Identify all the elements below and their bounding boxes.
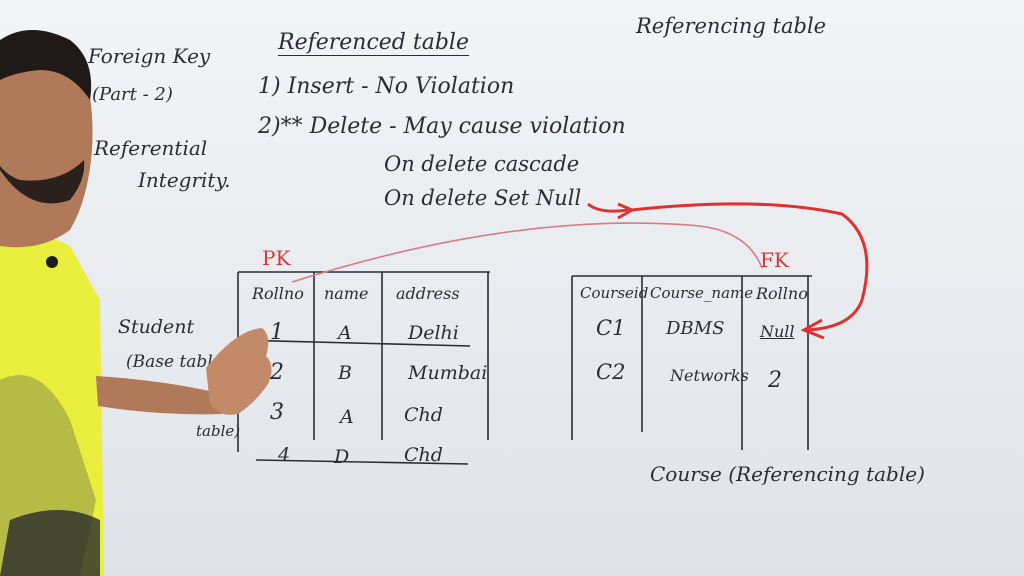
course-r1-coursename: DBMS: [666, 318, 725, 339]
student-header-rollno: Rollno: [252, 284, 304, 303]
student-r1-name: A: [338, 322, 352, 344]
note-foreign-key: Foreign Key: [88, 44, 211, 68]
course-r2-courseid: C2: [596, 360, 626, 384]
referencing-title: Referencing table: [636, 14, 827, 38]
student-r2-rollno: 2: [270, 360, 284, 385]
on-delete-cascade: On delete cascade: [384, 152, 580, 176]
student-label-base: (Base table: [126, 352, 223, 372]
student-header-address: address: [396, 284, 460, 303]
course-r2-coursename: Networks: [670, 366, 749, 385]
note-referential: Referential: [94, 136, 208, 160]
student-r1-address: Delhi: [408, 322, 459, 344]
student-r2-name: B: [338, 362, 352, 384]
course-header-courseid: Courseid: [580, 284, 649, 302]
delete-line: 2)** Delete - May cause violation: [258, 114, 626, 139]
course-caption: Course (Referencing table): [650, 462, 925, 486]
pk-label: PK: [262, 246, 291, 270]
course-r1-courseid: C1: [596, 316, 626, 340]
student-r3-name: A: [340, 406, 354, 428]
course-header-coursename: Course_name: [650, 284, 754, 302]
student-r4-address: Chd: [404, 444, 443, 466]
student-r3-rollno: 3: [270, 400, 284, 425]
student-label: Student: [118, 316, 195, 338]
on-delete-set-null: On delete Set Null: [384, 186, 582, 210]
fk-label: FK: [760, 248, 789, 272]
note-part: (Part - 2): [92, 84, 173, 105]
student-r4-name: D: [334, 446, 350, 468]
student-r2-address: Mumbai: [408, 362, 488, 384]
insert-line: 1) Insert - No Violation: [258, 74, 515, 99]
student-label-table: table): [196, 422, 241, 440]
note-integrity: Integrity.: [138, 168, 231, 192]
course-header-rollno: Rollno: [756, 284, 808, 303]
student-r1-rollno: 1: [270, 320, 284, 345]
student-r3-address: Chd: [404, 404, 443, 426]
course-r1-rollno: Null: [760, 322, 795, 341]
referenced-title: Referenced table: [278, 30, 469, 56]
student-header-name: name: [324, 284, 369, 303]
student-r4-rollno: 4: [278, 444, 291, 466]
course-r2-rollno: 2: [768, 368, 782, 393]
